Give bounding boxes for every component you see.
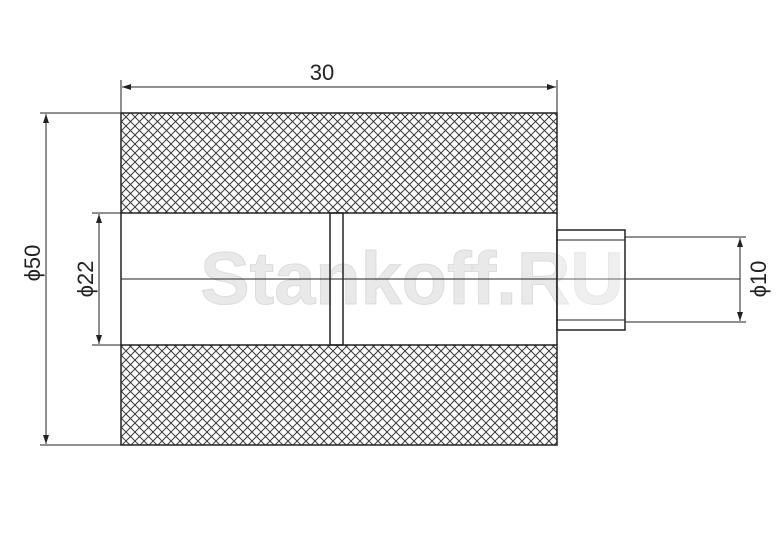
outer-diameter-label: ϕ50 — [20, 245, 45, 282]
rubber-section-top — [120, 112, 558, 214]
length-label: 30 — [310, 60, 334, 85]
shaft-diameter-label: ϕ10 — [746, 261, 771, 298]
rubber-section-bottom — [120, 344, 558, 446]
inner-diameter-label: ϕ22 — [73, 261, 98, 298]
shaft — [556, 229, 626, 331]
